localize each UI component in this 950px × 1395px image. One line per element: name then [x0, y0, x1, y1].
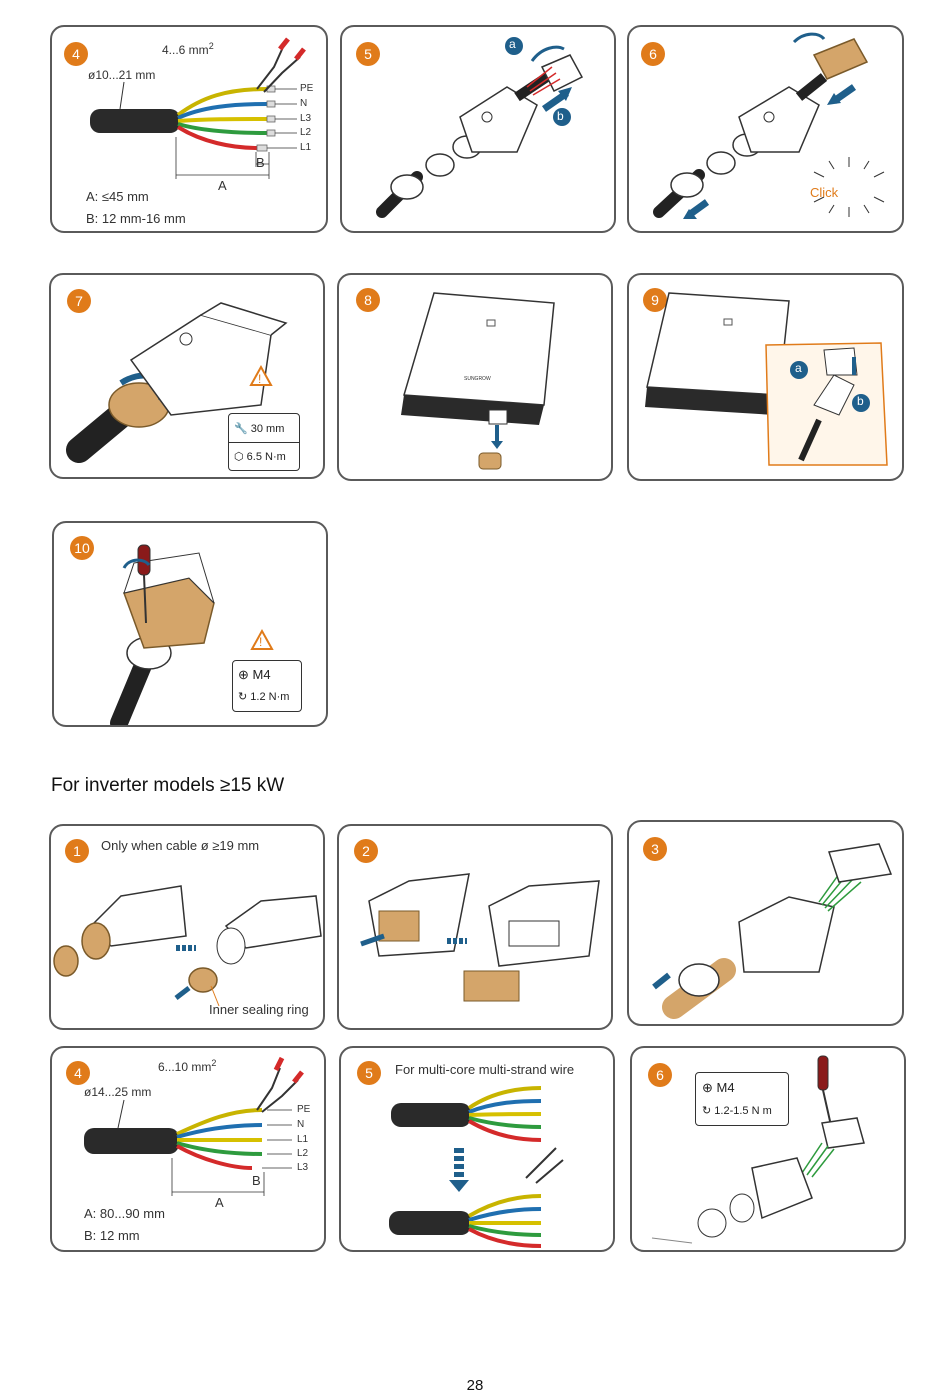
sealing-ring-illustration: [53, 885, 322, 1007]
step-badge: 5: [356, 42, 380, 66]
svg-text:!: !: [258, 372, 261, 386]
screw-spec-box: ⊕ M4 ↻ 1.2-1.5 N m: [695, 1072, 789, 1126]
terminal-block-illustration: [360, 873, 600, 1002]
strip-length-value: 4...6 mm: [162, 43, 209, 57]
ferrule-crimp-illustration: [389, 1086, 564, 1248]
screw-spec-box: ⊕ M4 ↻ 1.2 N·m: [232, 660, 302, 712]
nut-icon: ⬡: [234, 451, 244, 463]
dimension-a-label: A: [215, 1195, 224, 1210]
screw-size-row: ⊕ M4: [702, 1080, 735, 1096]
dimension-b-label: B: [256, 155, 265, 170]
phillips-screw-icon: ⊕: [702, 1080, 713, 1095]
strip-length-exp: 2: [208, 41, 214, 51]
connector-assembly-illustration: [376, 37, 584, 218]
strip-length-label: 6...10 mm2: [158, 1058, 216, 1074]
marker-a: a: [509, 37, 516, 51]
tighten-nut-illustration: !: [66, 302, 288, 463]
wire-label-l3: L3: [297, 1162, 309, 1173]
step-panel-10-screw-terminal: 10 ! ⊕ M4 ↻ 1.2 N·m: [52, 521, 328, 727]
strip-length-value: 6...10 mm: [158, 1060, 212, 1074]
spec-a: A: 80...90 mm: [84, 1206, 165, 1221]
step-panel-b1-sealing-ring: 1 Only when cable ø ≥19 mm Inner sealing…: [49, 824, 325, 1030]
wire-label-l3: L3: [300, 113, 312, 124]
inverter-connect-illustration: [645, 292, 888, 466]
dimension-a-label: A: [218, 178, 227, 193]
screw-size: M4: [716, 1080, 735, 1095]
dimension-b-label: B: [252, 1173, 261, 1188]
marker-b: b: [557, 109, 564, 123]
wrench-icon: 🔧: [234, 423, 248, 435]
spec-b: B: 12 mm-16 mm: [86, 211, 186, 226]
wire-label-n: N: [297, 1119, 305, 1130]
wire-label-l2: L2: [297, 1148, 309, 1159]
step-badge: 4: [64, 42, 88, 66]
torque-spec-box: 🔧 30 mm ⬡ 6.5 N·m: [228, 413, 300, 471]
step-badge: 7: [67, 289, 91, 313]
screw-size: M4: [252, 667, 271, 682]
step-badge: 2: [354, 839, 378, 863]
svg-text:!: !: [259, 635, 262, 649]
wrench-size: 🔧 30 mm: [234, 422, 284, 435]
step-panel-4-strip-wire: 4 4...6 mm2 ø10...21 mm PE N L3: [50, 25, 328, 233]
section-heading: For inverter models ≥15 kW: [51, 775, 285, 796]
screwdriver-terminal-illustration: [651, 1055, 865, 1244]
step-badge: 6: [648, 1063, 672, 1087]
wire-label-pe: PE: [297, 1104, 311, 1115]
inner-sealing-ring-label: Inner sealing ring: [209, 1002, 309, 1017]
step-panel-b2-remove-terminal: 2: [337, 824, 613, 1030]
svg-text:SUNGROW: SUNGROW: [464, 376, 491, 382]
stripped-cable-illustration: [90, 37, 306, 179]
step-panel-b5-crimp-ferrules: 5 For multi-core multi-strand wire: [339, 1046, 615, 1252]
rotate-icon: ↻: [238, 691, 248, 703]
step-badge: 3: [643, 837, 667, 861]
marker-a: a: [795, 361, 802, 375]
wire-label-l1: L1: [300, 142, 312, 153]
screw-size-row: ⊕ M4: [238, 667, 271, 683]
wire-label-pe: PE: [300, 83, 314, 94]
stripped-cable-illustration: [84, 1056, 304, 1196]
page-number: 28: [466, 1377, 484, 1394]
marker-b: b: [857, 394, 864, 408]
step-badge: 9: [643, 288, 667, 312]
step-note: Only when cable ø ≥19 mm: [101, 838, 260, 853]
cable-insert-illustration: [652, 843, 893, 1019]
wrench-size-value: 30 mm: [250, 423, 285, 435]
step-badge: 10: [70, 536, 94, 560]
step-badge: 1: [65, 839, 89, 863]
step-panel-b3-insert-cable: 3: [627, 820, 904, 1026]
step-badge: 5: [357, 1061, 381, 1085]
step-panel-7-tighten-nut: 7 ! 🔧 30 mm ⬡ 6.5 N·m: [49, 273, 325, 479]
step-panel-5-connect-terminal: 5 a b: [340, 25, 616, 233]
spec-b: B: 12 mm: [84, 1228, 140, 1243]
connector-click-illustration: [653, 32, 885, 219]
torque-row: ↻ 1.2 N·m: [238, 690, 289, 703]
rotate-icon: ↻: [702, 1105, 712, 1117]
inverter-illustration: SUNGROW: [401, 292, 555, 470]
phillips-screw-icon: ⊕: [238, 667, 249, 682]
step-panel-6-click-terminal: 6 Click: [627, 25, 904, 233]
step-badge: 6: [641, 42, 665, 66]
strip-length-exp: 2: [211, 1058, 217, 1068]
wire-label-n: N: [300, 98, 308, 109]
screwdriver-illustration: !: [110, 544, 274, 725]
step-panel-9-plug-connector: 9 a b: [627, 273, 904, 481]
torque-value: 1.2 N·m: [250, 691, 290, 703]
step-panel-b6-screw-terminal: 6 ⊕ M4 ↻ 1.2-1.5 N m: [630, 1046, 906, 1252]
step-badge: 8: [356, 288, 380, 312]
strip-length-label: 4...6 mm2: [162, 41, 214, 57]
step-panel-8-remove-cap: 8 SUNGROW: [337, 273, 613, 481]
step-badge: 4: [66, 1061, 90, 1085]
step-panel-b4-strip-wire: 4 6...10 mm2 ø14...25 mm PE N L1 L2 L3 B…: [50, 1046, 326, 1252]
click-label: Click: [810, 185, 839, 200]
spec-a: A: ≤45 mm: [86, 189, 149, 204]
wire-label-l2: L2: [300, 127, 312, 138]
torque-value-row: ⬡ 6.5 N·m: [234, 450, 286, 463]
cable-diameter-label: ø10...21 mm: [88, 68, 156, 82]
torque-value: 6.5 N·m: [246, 451, 286, 463]
torque-value: 1.2-1.5 N m: [714, 1105, 772, 1117]
wire-label-l1: L1: [297, 1134, 309, 1145]
step-note: For multi-core multi-strand wire: [395, 1062, 575, 1077]
cable-diameter-label: ø14...25 mm: [84, 1085, 152, 1099]
torque-row: ↻ 1.2-1.5 N m: [702, 1104, 772, 1117]
